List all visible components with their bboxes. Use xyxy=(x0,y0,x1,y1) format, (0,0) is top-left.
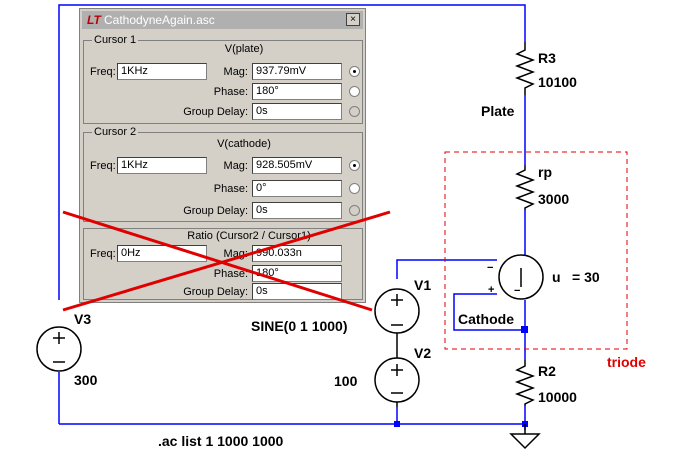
u-minus-bottom: − xyxy=(514,285,520,297)
cursor1-gd-field[interactable]: 0s xyxy=(252,103,342,120)
resistor-r3[interactable] xyxy=(514,42,536,95)
r3-name: R3 xyxy=(538,50,556,66)
voltage-source-v2[interactable] xyxy=(374,357,420,407)
dependent-source-u[interactable] xyxy=(498,254,544,300)
ratio-gd-label: Group Delay: xyxy=(183,286,248,298)
cathode-node xyxy=(521,326,528,333)
ac-directive[interactable]: .ac list 1 1000 1000 xyxy=(158,433,284,449)
cursor1-mag-radio[interactable] xyxy=(349,66,360,77)
ratio-mag-field[interactable]: 990.033n xyxy=(252,245,342,262)
r2-value: 10000 xyxy=(538,389,577,405)
voltage-source-v1[interactable] xyxy=(374,288,420,358)
cursor1-gd-radio[interactable] xyxy=(349,106,360,117)
u-plus-bottom: + xyxy=(488,284,494,296)
cursor2-legend: Cursor 2 xyxy=(92,126,139,138)
r2-name: R2 xyxy=(538,363,556,379)
cursor2-group: Cursor 2 V(cathode) Freq: 1KHz Mag: 928.… xyxy=(83,126,363,222)
v1-name: V1 xyxy=(414,277,431,293)
cursor2-gd-label: Group Delay: xyxy=(183,205,248,217)
ground-node-1 xyxy=(394,421,400,427)
cursor1-phase-label: Phase: xyxy=(213,86,248,98)
rp-name: rp xyxy=(538,164,552,180)
ratio-freq-label: Freq: xyxy=(90,248,116,260)
resistor-r2[interactable] xyxy=(514,360,536,406)
plate-net-label: Plate xyxy=(481,103,515,119)
cursor1-signal: V(plate) xyxy=(224,43,264,55)
cursor1-freq-field[interactable]: 1KHz xyxy=(117,63,207,80)
cursor2-mag-field[interactable]: 928.505mV xyxy=(252,157,342,174)
ratio-gd-field[interactable]: 0s xyxy=(252,283,342,300)
cursor1-group: Cursor 1 V(plate) Freq: 1KHz Mag: 937.79… xyxy=(83,34,363,124)
wires xyxy=(58,4,526,430)
u-value: = 30 xyxy=(572,269,600,285)
cursor2-phase-radio[interactable] xyxy=(349,183,360,194)
v2-value: 100 xyxy=(334,373,358,389)
cursor1-phase-field[interactable]: 180° xyxy=(252,83,342,100)
cursor2-freq-label: Freq: xyxy=(90,160,116,172)
cursor2-gd-field[interactable]: 0s xyxy=(252,202,342,219)
rp-value: 3000 xyxy=(538,191,569,207)
triode-label: triode xyxy=(607,354,646,370)
v3-value: 300 xyxy=(74,372,98,388)
cursor1-mag-label: Mag: xyxy=(223,66,248,78)
ratio-mag-label: Mag: xyxy=(223,248,248,260)
u-label: u xyxy=(552,269,561,285)
ratio-group: Ratio (Cursor2 / Cursor1) Freq: 0Hz Mag:… xyxy=(83,228,363,300)
cursor1-phase-radio[interactable] xyxy=(349,86,360,97)
v1-value: SINE(0 1 1000) xyxy=(251,318,348,334)
cursor2-mag-label: Mag: xyxy=(223,160,248,172)
v3-name: V3 xyxy=(74,311,91,327)
cursor-window[interactable]: LT CathodyneAgain.asc × Cursor 1 V(plate… xyxy=(79,8,366,303)
window-titlebar[interactable]: LT CathodyneAgain.asc × xyxy=(82,11,363,29)
cursor2-gd-radio[interactable] xyxy=(349,205,360,216)
ltspice-logo-icon: LT xyxy=(87,13,101,27)
cursor2-mag-radio[interactable] xyxy=(349,160,360,171)
v2-name: V2 xyxy=(414,345,431,361)
cursor1-mag-field[interactable]: 937.79mV xyxy=(252,63,342,80)
ratio-phase-field[interactable]: 180° xyxy=(252,265,342,282)
voltage-source-v3[interactable] xyxy=(36,326,82,372)
r3-value: 10100 xyxy=(538,74,577,90)
cursor2-signal: V(cathode) xyxy=(217,138,271,150)
cursor1-legend: Cursor 1 xyxy=(92,34,139,46)
cursor1-gd-label: Group Delay: xyxy=(183,106,248,118)
cursor2-freq-field[interactable]: 1KHz xyxy=(117,157,207,174)
close-button[interactable]: × xyxy=(346,13,360,26)
ratio-phase-label: Phase: xyxy=(213,268,248,280)
cursor1-freq-label: Freq: xyxy=(90,66,116,78)
ratio-freq-field[interactable]: 0Hz xyxy=(117,245,207,262)
cathode-net-label: Cathode xyxy=(458,311,514,327)
window-title: CathodyneAgain.asc xyxy=(104,13,215,27)
u-minus-top: − xyxy=(487,262,493,274)
resistor-rp[interactable] xyxy=(514,165,536,210)
ground-symbol xyxy=(509,424,541,450)
ratio-signal: Ratio (Cursor2 / Cursor1) xyxy=(187,230,311,242)
cursor2-phase-field[interactable]: 0° xyxy=(252,180,342,197)
triode-box xyxy=(444,151,628,350)
cursor2-phase-label: Phase: xyxy=(213,183,248,195)
